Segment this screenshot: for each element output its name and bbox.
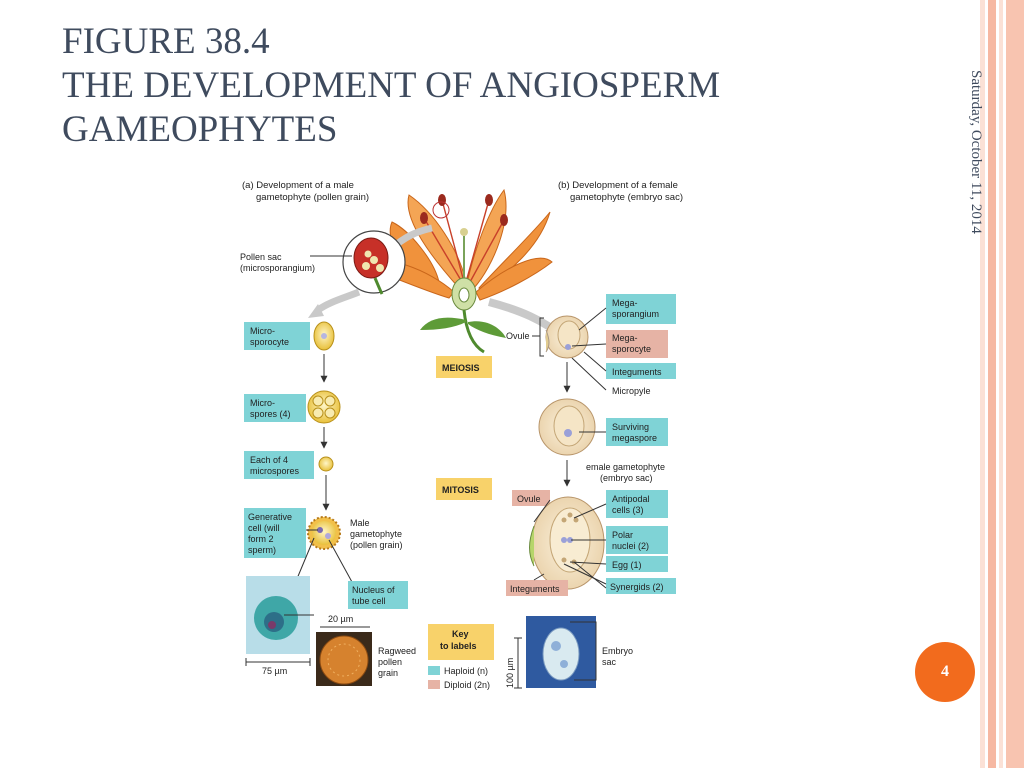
megasporangium-label-box bbox=[606, 294, 676, 324]
ragweed-pollen-micrograph bbox=[319, 635, 369, 685]
angiosperm-gametophyte-figure: (a) Development of a male gametophyte (p… bbox=[240, 180, 683, 690]
megasporocyte-label-1: Mega- bbox=[612, 333, 638, 343]
embryo-sac-label-2: sac bbox=[602, 657, 617, 667]
microsporocyte-label-box bbox=[244, 322, 310, 350]
ragweed-label-3: grain bbox=[378, 668, 398, 678]
scale-20-label: 20 µm bbox=[328, 614, 353, 624]
each-microspore-label-1: Each of 4 bbox=[250, 455, 288, 465]
generative-label-3: form 2 bbox=[248, 534, 274, 544]
megasporocyte-label-2: sporocyte bbox=[612, 344, 651, 354]
female-gametophyte-label-2: (embryo sac) bbox=[600, 473, 653, 483]
slide-title: FIGURE 38.4 THE DEVELOPMENT OF ANGIOSPER… bbox=[62, 20, 922, 152]
surviving-megaspore-illustration bbox=[538, 398, 596, 456]
ovule-2-label: Ovule bbox=[517, 494, 541, 504]
each-microspore-label-2: microspores bbox=[250, 466, 300, 476]
ovule-illustration bbox=[545, 315, 589, 359]
tube-nucleus-label-box bbox=[348, 581, 408, 609]
megasporangium-label-1: Mega- bbox=[612, 298, 638, 308]
mitosis-box bbox=[436, 478, 492, 500]
ovule-2-label-box bbox=[512, 490, 550, 506]
each-microspore-label-box bbox=[244, 451, 314, 479]
decor-stripe-3 bbox=[999, 0, 1003, 768]
egg-label: Egg (1) bbox=[612, 560, 642, 570]
title-line-1: FIGURE 38.4 bbox=[62, 21, 270, 62]
megasporangium-label-2: sporangium bbox=[612, 309, 659, 319]
antipodal-label-1: Antipodal bbox=[612, 494, 650, 504]
male-heading-1: (a) Development of a male bbox=[242, 180, 354, 191]
microspores-label-2: spores (4) bbox=[250, 409, 291, 419]
scale-100-label: 100 µm bbox=[505, 658, 515, 688]
integuments-2-label: Integuments bbox=[510, 584, 560, 594]
embryo-sac-ovule-illustration bbox=[529, 496, 605, 590]
decor-stripe-1 bbox=[980, 0, 985, 768]
antipodal-label-box bbox=[606, 490, 668, 518]
generative-label-2: cell (will bbox=[248, 523, 280, 533]
meiosis-label: MEIOSIS bbox=[442, 363, 480, 373]
microsporocyte-label-1: Micro- bbox=[250, 326, 275, 336]
female-heading-2: gametophyte (embryo sac) bbox=[570, 192, 683, 203]
key-haploid-swatch bbox=[428, 666, 440, 675]
integuments-2-label-box bbox=[506, 580, 568, 596]
key-diploid-swatch bbox=[428, 680, 440, 689]
megasporocyte-label-box bbox=[606, 330, 668, 358]
key-label-2: to labels bbox=[440, 641, 477, 651]
generative-label-1: Generative bbox=[248, 512, 292, 522]
female-gametophyte-label-1: emale gametophyte bbox=[586, 462, 665, 472]
slide-date: Saturday, October 11, 2014 bbox=[968, 70, 984, 234]
pollen-sac-label-2: (microsporangium) bbox=[240, 263, 315, 273]
microspores-label-1: Micro- bbox=[250, 398, 275, 408]
male-gametophyte-label-3: (pollen grain) bbox=[350, 540, 403, 550]
key-label-1: Key bbox=[452, 629, 469, 639]
surviving-megaspore-label-2: megaspore bbox=[612, 433, 657, 443]
tube-nucleus-label-2: tube cell bbox=[352, 596, 386, 606]
surviving-megaspore-label-1: Surviving bbox=[612, 422, 649, 432]
meiosis-box bbox=[436, 356, 492, 378]
integuments-label: Integuments bbox=[612, 367, 662, 377]
male-gametophyte-pollen-grain bbox=[307, 516, 341, 550]
ragweed-label-1: Ragweed bbox=[378, 646, 416, 656]
key-diploid-label: Diploid (2n) bbox=[444, 680, 490, 690]
synergids-label: Synergids (2) bbox=[610, 582, 664, 592]
synergids-label-box bbox=[606, 578, 676, 594]
male-gametophyte-label-2: gametophyte bbox=[350, 529, 402, 539]
micropyle-label: Micropyle bbox=[612, 386, 651, 396]
embryo-sac-label-1: Embryo bbox=[602, 646, 633, 656]
polar-nuclei-label-box bbox=[606, 526, 668, 554]
egg-label-box bbox=[606, 556, 668, 572]
decor-stripe-2 bbox=[988, 0, 996, 768]
mitosis-label: MITOSIS bbox=[442, 485, 479, 495]
microspores-label-box bbox=[244, 394, 306, 422]
ragweed-label-2: pollen bbox=[378, 657, 402, 667]
decor-stripe-4 bbox=[1006, 0, 1024, 768]
polar-nuclei-label-2: nuclei (2) bbox=[612, 541, 649, 551]
male-gametophyte-label-1: Male bbox=[350, 518, 370, 528]
female-heading-1: (b) Development of a female bbox=[558, 180, 678, 191]
integuments-label-box bbox=[606, 363, 676, 379]
key-box bbox=[428, 624, 494, 660]
key-haploid-label: Haploid (n) bbox=[444, 666, 488, 676]
generative-label-4: sperm) bbox=[248, 545, 276, 555]
page-number-badge: 4 bbox=[915, 642, 975, 702]
surviving-megaspore-label-box bbox=[606, 418, 668, 446]
pollen-sac-label-1: Pollen sac bbox=[240, 252, 282, 262]
antipodal-label-2: cells (3) bbox=[612, 505, 644, 515]
scale-75-label: 75 µm bbox=[262, 666, 287, 676]
microsporocyte-label-2: sporocyte bbox=[250, 337, 289, 347]
male-heading-2: gametophyte (pollen grain) bbox=[256, 192, 369, 203]
ovule-label: Ovule bbox=[506, 331, 530, 341]
generative-cell-label-box bbox=[244, 508, 306, 558]
title-line-3: GAMEOPHYTES bbox=[62, 109, 338, 150]
polar-nuclei-label-1: Polar bbox=[612, 530, 633, 540]
pollen-sac-illustration bbox=[342, 230, 406, 295]
microspores-tetrad bbox=[307, 390, 341, 424]
title-line-2: THE DEVELOPMENT OF ANGIOSPERM bbox=[62, 65, 721, 106]
single-microspore-cell bbox=[318, 456, 334, 472]
tube-nucleus-label-1: Nucleus of bbox=[352, 585, 395, 595]
